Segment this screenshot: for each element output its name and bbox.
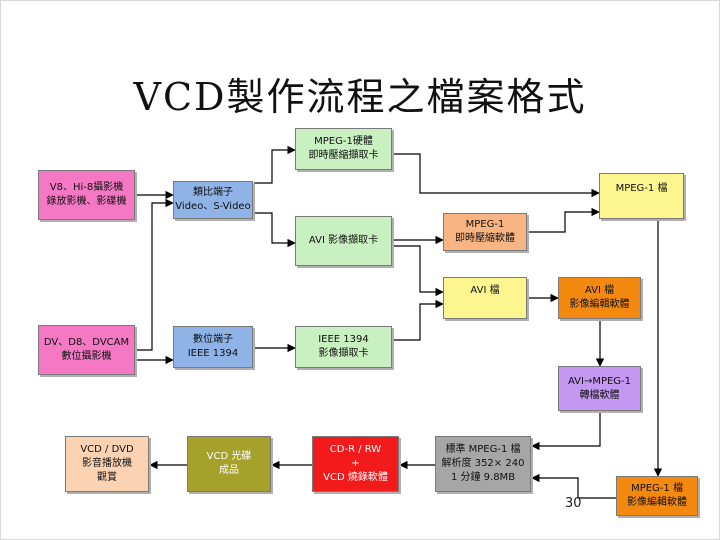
node-dv-source: DV、D8、DVCAM 數位攝影機 (38, 325, 135, 375)
node-digital-port: 數位端子 IEEE 1394 (173, 326, 253, 368)
node-standard-mpeg1: 標準 MPEG-1 檔 解析度 352× 240 1 分鐘 9.8MB (435, 436, 531, 492)
node-vcd-player: VCD / DVD 影音播放機 觀賞 (65, 436, 149, 492)
node-mpeg1-hw-card: MPEG-1硬體 即時壓縮擷取卡 (295, 128, 392, 170)
arrow-dv-to-analog-port (137, 198, 174, 351)
node-analog-source: V8、Hi-8攝影機 錄放影機、影碟機 (38, 170, 135, 220)
node-cdr-burn: CD-R / RW + VCD 燒錄軟體 (312, 436, 399, 492)
node-mpeg1-file: MPEG-1 檔 (599, 173, 684, 219)
node-mpeg1-realtime-sw: MPEG-1 即時壓縮軟體 (443, 213, 527, 251)
arrow-avi-card-to-avi-file (393, 245, 444, 297)
arrow-1394-card-to-avi-file (393, 299, 444, 341)
page-title: VCD製作流程之檔案格式 (133, 75, 587, 119)
node-ieee1394-card: IEEE 1394 影像擷取卡 (295, 326, 392, 368)
arrow-port-to-mpeg-hw (254, 145, 296, 184)
node-avi-to-mpeg-converter: AVI→MPEG-1 轉檔軟體 (558, 366, 641, 411)
arrow-converter-to-standard-mpeg (531, 412, 601, 451)
node-vcd-disc: VCD 光碟 成品 (187, 436, 271, 492)
node-avi-capture-card: AVI 影像擷取卡 (295, 216, 392, 266)
arrow-port-to-avi-card (254, 212, 296, 248)
page-number: 30 (565, 496, 582, 511)
arrow-realtime-sw-to-mpeg-file (528, 207, 600, 233)
arrow-mpeg-edit-to-standard-mpeg (531, 473, 616, 499)
node-mpeg1-edit-sw: MPEG-1 檔 影像編輯軟體 (616, 476, 698, 516)
node-avi-edit-sw: AVI 檔 影像編輯軟體 (558, 277, 641, 319)
arrow-mpeg-hw-to-mpeg-file (393, 153, 600, 198)
node-analog-port: 類比端子 Video、S-Video (173, 181, 253, 219)
node-avi-file: AVI 檔 (443, 277, 527, 319)
